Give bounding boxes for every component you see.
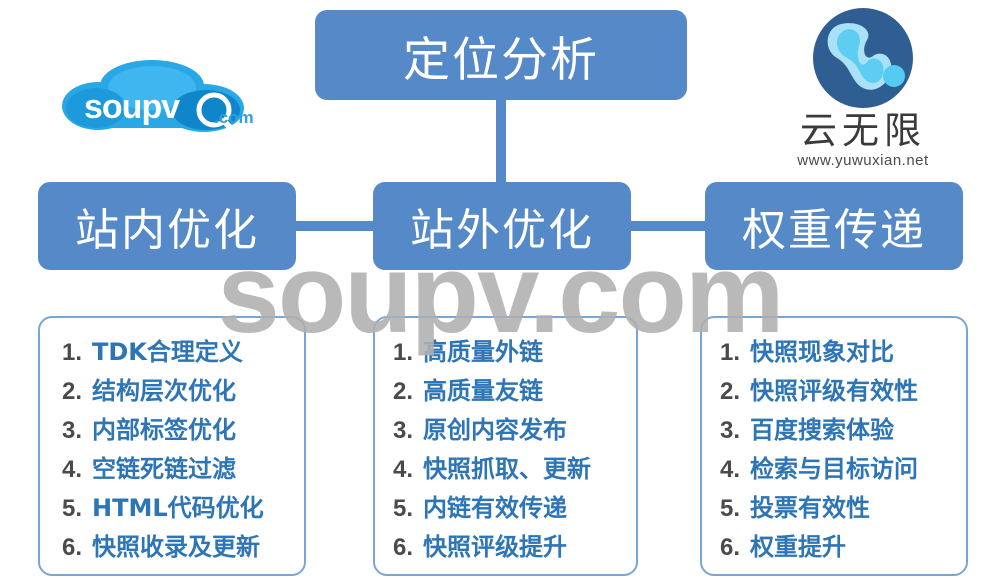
list-item-number: 4. bbox=[720, 456, 741, 483]
list-item-number: 2. bbox=[62, 378, 83, 405]
list-item-label: 内部标签优化 bbox=[92, 416, 236, 444]
list-item-label: 内链有效传递 bbox=[423, 494, 567, 522]
list-item-label: 百度搜索体验 bbox=[750, 416, 894, 444]
list-item: 3. 原创内容发布 bbox=[375, 410, 636, 449]
list-panel-weight-transfer: 1. 快照现象对比 2. 快照评级有效性 3. 百度搜索体验 4. 检索与目标访… bbox=[700, 316, 968, 576]
list-item-number: 5. bbox=[720, 495, 741, 522]
node-branch-weight-label: 权重传递 bbox=[742, 205, 926, 256]
logo-soupv-suffix: .com bbox=[214, 108, 254, 127]
logo-yuwuxian-name: 云无限 bbox=[800, 109, 926, 152]
list-item-label: 权重提升 bbox=[750, 533, 846, 561]
list-item: 1. 快照现象对比 bbox=[702, 332, 966, 371]
node-branch-offsite-label: 站外优化 bbox=[410, 205, 594, 256]
list-item-number: 3. bbox=[62, 417, 83, 444]
list-item: 6. 快照评级提升 bbox=[375, 527, 636, 566]
list-item-label: TDK合理定义 bbox=[92, 338, 243, 366]
list-item: 4. 空链死链过滤 bbox=[40, 449, 304, 488]
list-item-number: 6. bbox=[62, 534, 83, 561]
list-item: 2. 高质量友链 bbox=[375, 371, 636, 410]
list-item-label: HTML代码优化 bbox=[92, 494, 264, 522]
list-item: 5. 内链有效传递 bbox=[375, 488, 636, 527]
node-branch-offsite[interactable]: 站外优化 bbox=[373, 182, 631, 270]
list-item-label: 投票有效性 bbox=[750, 494, 870, 522]
list-item-number: 2. bbox=[720, 378, 741, 405]
list-item: 6. 快照收录及更新 bbox=[40, 527, 304, 566]
list-item-label: 快照现象对比 bbox=[750, 338, 894, 366]
cloud-icon bbox=[62, 60, 244, 137]
list-item-number: 1. bbox=[720, 339, 741, 366]
list-item: 1. TDK合理定义 bbox=[40, 332, 304, 371]
list-panel-onsite: 1. TDK合理定义 2. 结构层次优化 3. 内部标签优化 4. 空链死链过滤… bbox=[38, 316, 306, 576]
list-item-number: 1. bbox=[393, 339, 414, 366]
list-item-label: 快照评级有效性 bbox=[750, 377, 918, 405]
list-item-label: 空链死链过滤 bbox=[92, 455, 236, 483]
list-item-label: 快照评级提升 bbox=[423, 533, 567, 561]
list-item-label: 高质量外链 bbox=[423, 338, 543, 366]
node-root-label: 定位分析 bbox=[403, 32, 599, 88]
node-branch-weight-transfer[interactable]: 权重传递 bbox=[705, 182, 963, 270]
list-item-label: 高质量友链 bbox=[423, 377, 543, 405]
list-item-number: 5. bbox=[62, 495, 83, 522]
list-item: 2. 结构层次优化 bbox=[40, 371, 304, 410]
magnifier-icon bbox=[196, 92, 239, 137]
list-item: 4. 快照抓取、更新 bbox=[375, 449, 636, 488]
list-item-number: 6. bbox=[720, 534, 741, 561]
list-item-number: 3. bbox=[720, 417, 741, 444]
list-item-number: 4. bbox=[62, 456, 83, 483]
connector-root-to-offsite-vertical bbox=[496, 96, 506, 188]
logo-yuwuxian-url: www.yuwuxian.net bbox=[797, 151, 929, 169]
list-item-label: 结构层次优化 bbox=[92, 377, 236, 405]
logo-soupv: soupv .com bbox=[56, 58, 296, 158]
list-item: 5. 投票有效性 bbox=[702, 488, 966, 527]
list-item: 4. 检索与目标访问 bbox=[702, 449, 966, 488]
node-branch-onsite-label: 站内优化 bbox=[75, 205, 259, 256]
logo-soupv-wordmark: soupv bbox=[84, 88, 180, 126]
list-item-number: 6. bbox=[393, 534, 414, 561]
list-item-number: 2. bbox=[393, 378, 414, 405]
node-branch-onsite[interactable]: 站内优化 bbox=[38, 182, 296, 270]
list-item-label: 原创内容发布 bbox=[423, 416, 567, 444]
node-root-positioning-analysis[interactable]: 定位分析 bbox=[315, 10, 687, 100]
logo-yuwuxian: 云无限 www.yuwuxian.net bbox=[748, 6, 978, 182]
list-item: 6. 权重提升 bbox=[702, 527, 966, 566]
list-item-label: 快照抓取、更新 bbox=[423, 455, 591, 483]
list-item: 3. 百度搜索体验 bbox=[702, 410, 966, 449]
list-item: 2. 快照评级有效性 bbox=[702, 371, 966, 410]
list-item-number: 4. bbox=[393, 456, 414, 483]
list-item-number: 1. bbox=[62, 339, 83, 366]
list-item: 1. 高质量外链 bbox=[375, 332, 636, 371]
list-panel-offsite: 1. 高质量外链 2. 高质量友链 3. 原创内容发布 4. 快照抓取、更新 5… bbox=[373, 316, 638, 576]
list-item: 5. HTML代码优化 bbox=[40, 488, 304, 527]
list-item-number: 5. bbox=[393, 495, 414, 522]
list-item-label: 快照收录及更新 bbox=[92, 533, 260, 561]
yuwuxian-mark-icon bbox=[811, 6, 915, 110]
list-item: 3. 内部标签优化 bbox=[40, 410, 304, 449]
list-item-number: 3. bbox=[393, 417, 414, 444]
list-item-label: 检索与目标访问 bbox=[750, 455, 918, 483]
